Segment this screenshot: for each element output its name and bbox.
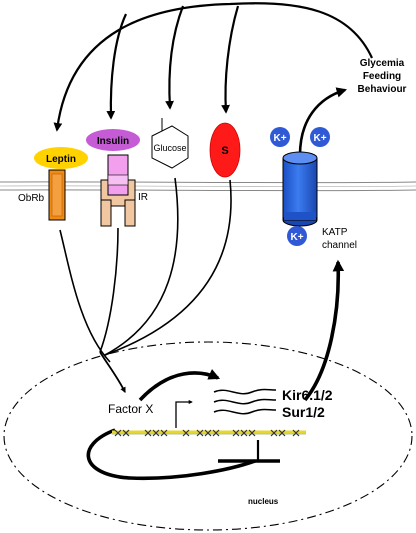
dna-cross-mark [152, 429, 160, 437]
dna-cross-mark [292, 429, 300, 437]
dna-cross-mark [114, 429, 122, 437]
glucose-molecule [151, 118, 189, 169]
nucleus-boundary [3, 341, 413, 531]
potassium-ion: K+ [270, 127, 290, 147]
cell-membrane [0, 181, 416, 192]
channel-to-outputs-arrow [298, 87, 347, 156]
dna-cross-mark [278, 429, 286, 437]
dna-cross-mark [232, 429, 240, 437]
factor-x-label: Factor X [108, 402, 153, 416]
insulin-ligand [86, 129, 140, 151]
feedback-arrows [53, 2, 373, 132]
potassium-ion: K+ [287, 226, 307, 246]
output-glycemia: Glycemia [360, 58, 405, 69]
ir-receptor [100, 154, 136, 227]
dna-cross-mark [122, 429, 130, 437]
dna-strand [112, 429, 306, 437]
dna-cross-mark [270, 429, 278, 437]
dna-cross-mark [144, 429, 152, 437]
dna-cross-mark [160, 429, 168, 437]
gene-sur-label: Sur1/2 [282, 404, 325, 420]
s-molecule [209, 122, 241, 178]
dna-cross-mark [182, 429, 190, 437]
svg-text:K+: K+ [313, 133, 326, 144]
katp-label: KATP [322, 227, 348, 238]
dna-cross-mark [240, 429, 248, 437]
converging-signal-lines [59, 177, 232, 394]
dna-cross-mark [196, 429, 204, 437]
ir-label: IR [138, 192, 148, 203]
dna-cross-mark [212, 429, 220, 437]
factor-to-genes-arrow [138, 368, 221, 402]
svg-text:K+: K+ [290, 232, 303, 243]
mrna-transcripts [213, 388, 277, 415]
dna-cross-mark [248, 429, 256, 437]
obrb-label: ObRb [18, 193, 45, 204]
repression-loop [86, 428, 256, 481]
insulin-label: Insulin [97, 136, 129, 147]
potassium-ion: K+ [310, 127, 330, 147]
glucose-label: Glucose [153, 143, 186, 153]
leptin-ligand [34, 147, 88, 169]
katp-channel-label: channel [322, 240, 357, 251]
gene-kir-label: Kir6.1/2 [282, 387, 333, 403]
s-label: S [221, 145, 228, 157]
genes-to-channel-arrow [303, 259, 345, 402]
dna-cross-mark [204, 429, 212, 437]
obrb-receptor [48, 169, 66, 221]
nucleus-label: nucleus [248, 497, 279, 506]
output-behaviour: Behaviour [358, 84, 407, 95]
leptin-label: Leptin [46, 154, 76, 165]
transcription-start-arrow [175, 399, 193, 428]
output-feeding: Feeding [363, 71, 401, 82]
katp-channel [282, 151, 318, 227]
svg-text:K+: K+ [273, 133, 286, 144]
